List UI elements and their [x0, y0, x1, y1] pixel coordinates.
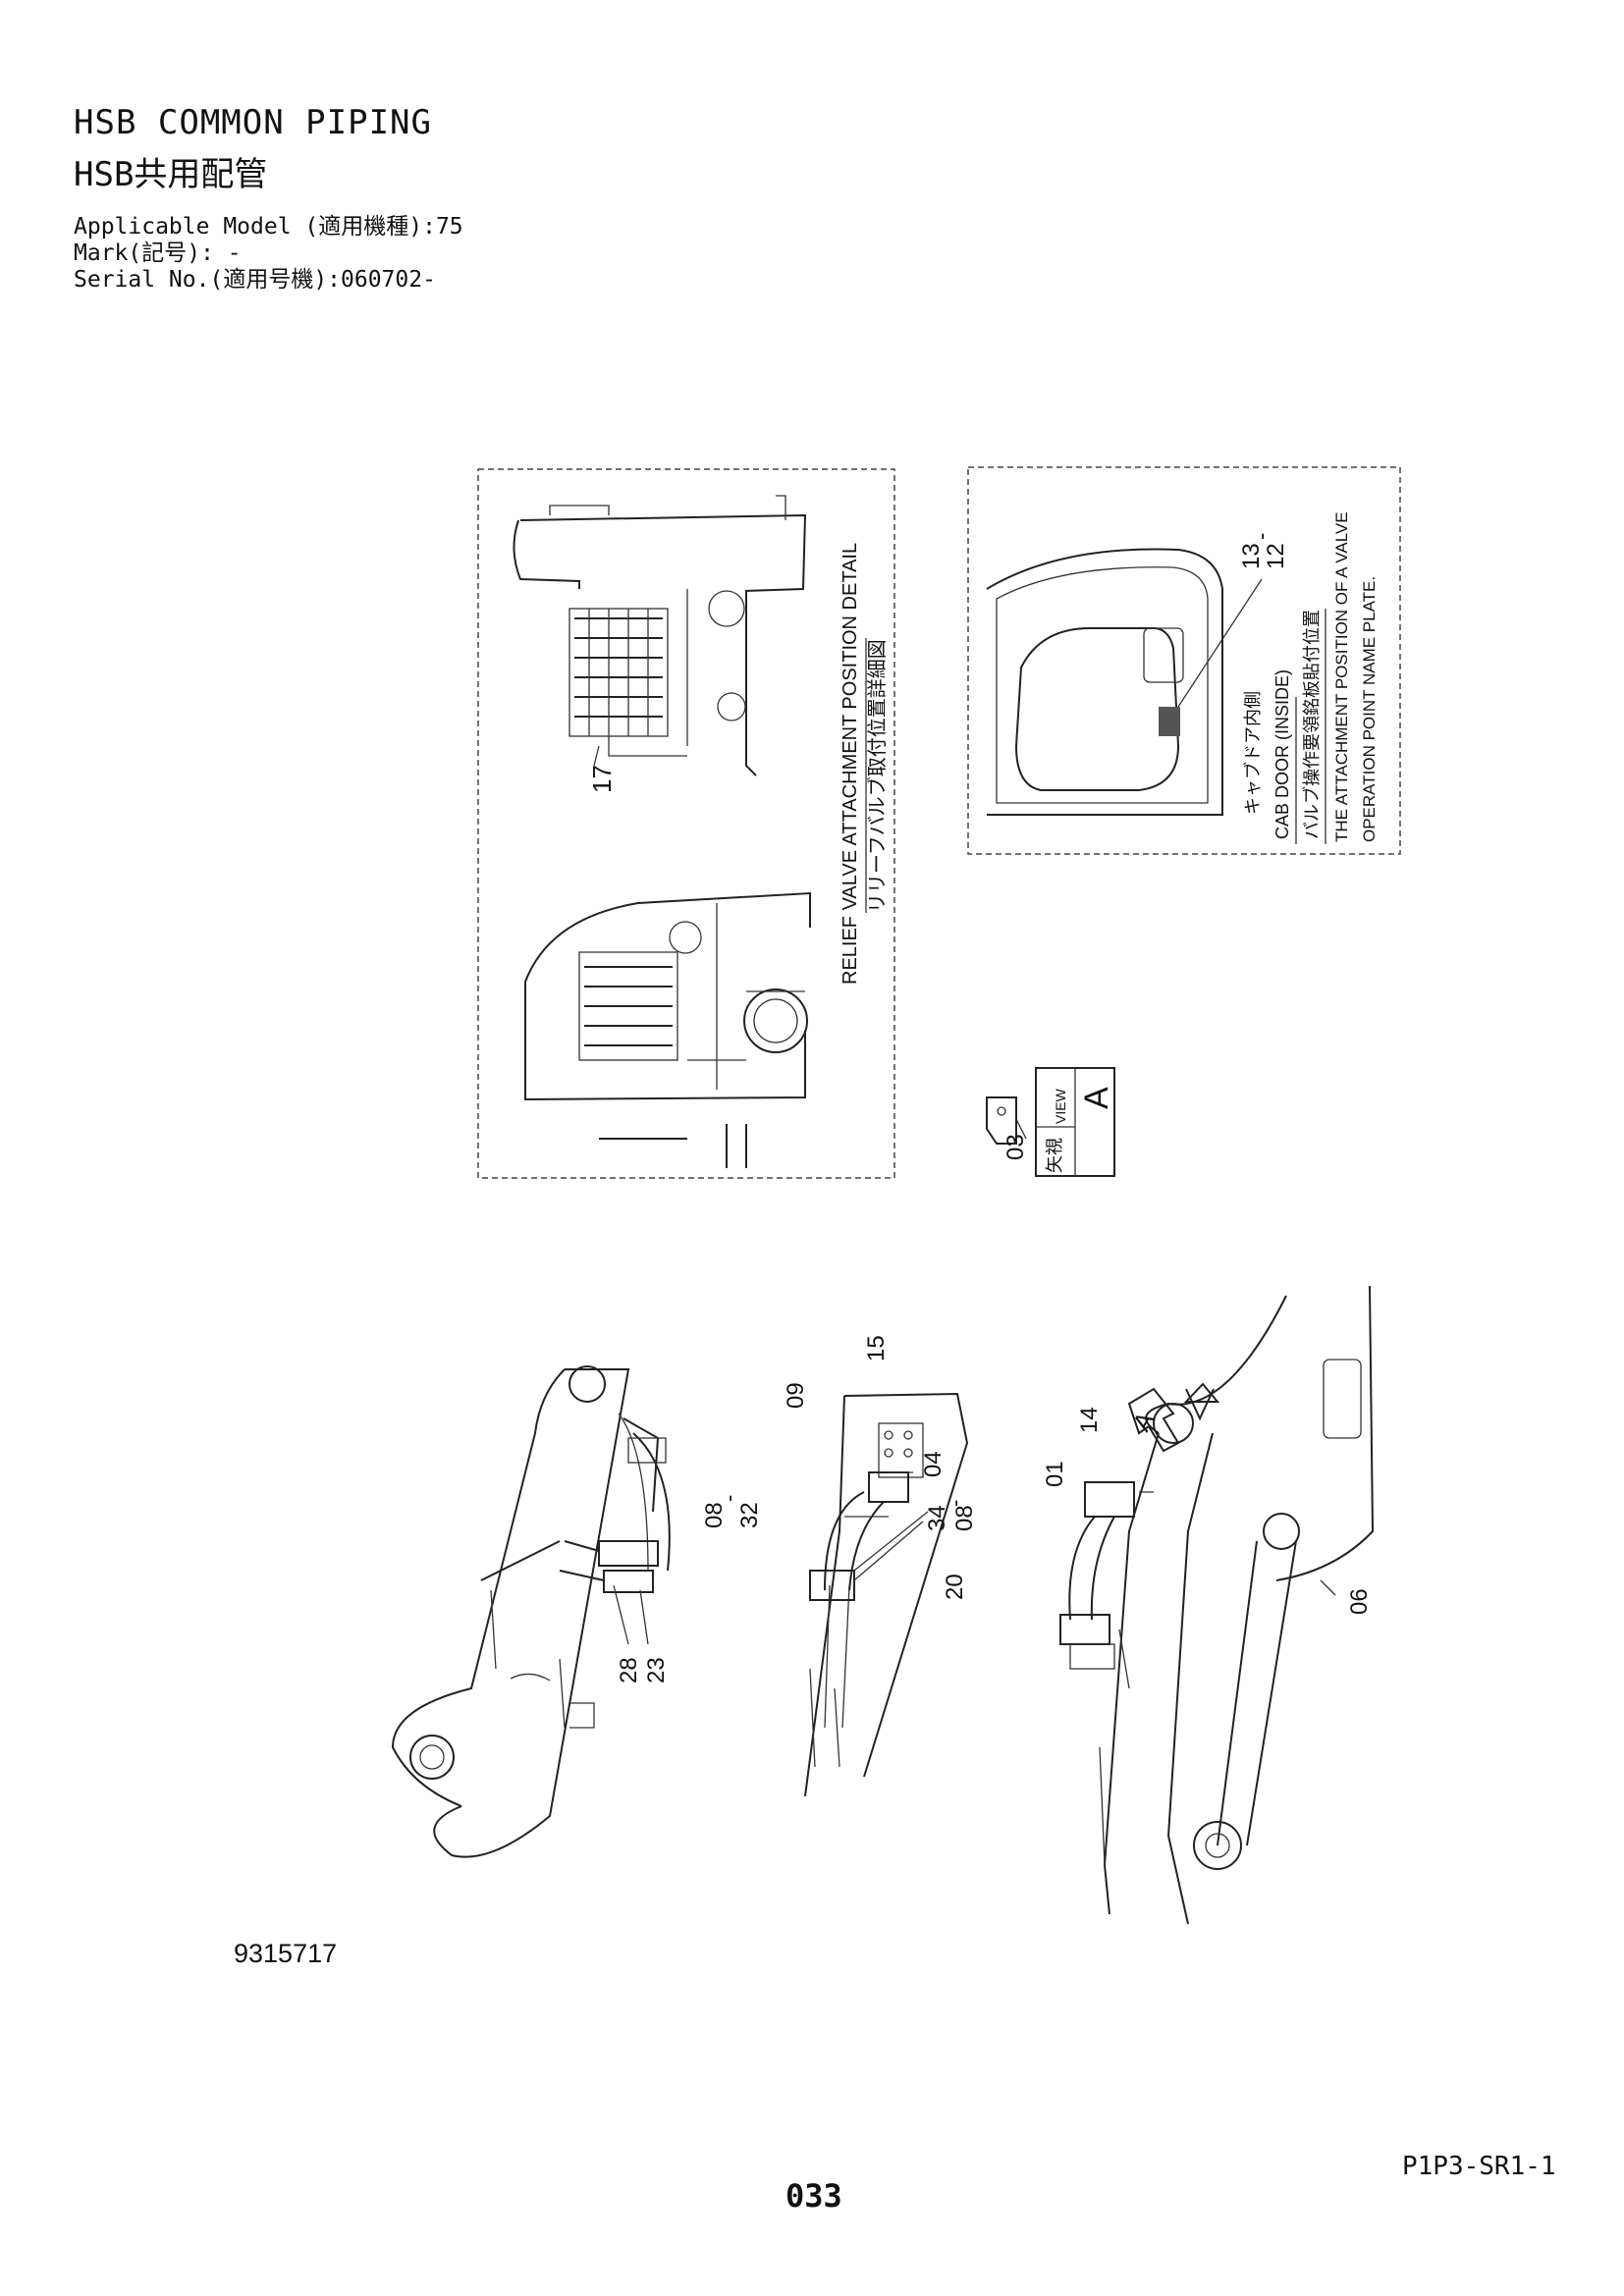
view-a-letter: A: [1078, 1087, 1115, 1109]
cab-door-detail: 13 - 12 キャブドア内側 CAB DOOR (INSIDE) バルブ操作要…: [967, 466, 1401, 855]
callout-15: 15: [863, 1335, 890, 1362]
leader-13-12: [1177, 578, 1263, 708]
callout-08a: 08: [701, 1502, 728, 1528]
callout-14: 14: [1076, 1407, 1103, 1433]
relief-detail-title-en: RELIEF VALVE ATTACHMENT POSITION DETAIL: [839, 543, 861, 985]
callout-08b: 08: [951, 1505, 978, 1531]
view-a-en: VIEW: [1053, 1088, 1068, 1124]
relief-lower-view: [524, 891, 811, 1168]
relief-valve-detail: 17 RELIEF VALVE ATTACHMENT POSITION DETA…: [477, 468, 895, 1179]
serial-number: Serial No.(適用号機):060702-: [74, 267, 436, 293]
cab-detail-frame: [967, 466, 1401, 855]
callout-12: 12: [1263, 543, 1289, 569]
callout-28: 28: [616, 1657, 642, 1683]
relief-upper-view: [513, 495, 807, 776]
cab-label-en2: THE ATTACHMENT POSITION OF A VALVE: [1332, 511, 1351, 842]
view-a-jp: 矢視: [1045, 1138, 1064, 1173]
page-title-en: HSB COMMON PIPING: [74, 103, 432, 142]
cab-label-jp1: キャブドア内側: [1242, 691, 1263, 815]
relief-detail-title-jp: リリーフバルブ取付位置詳細図: [865, 639, 889, 913]
relief-detail-frame: [477, 468, 895, 1179]
callout-04: 04: [920, 1451, 947, 1477]
left-boom-assembly: [391, 1365, 671, 1858]
callout-32: 32: [736, 1502, 763, 1528]
drawing-number: 9315717: [234, 1939, 338, 1968]
callout-17: 17: [587, 765, 617, 793]
callout-06: 06: [1346, 1588, 1373, 1615]
cab-label-en3: OPERATION POINT NAME PLATE.: [1360, 576, 1379, 842]
callout-09: 09: [783, 1382, 809, 1409]
cab-label-en1: CAB DOOR (INSIDE): [1272, 669, 1292, 839]
right-boom-assembly: [1059, 1285, 1375, 1925]
page-code: P1P3-SR1-1: [1402, 2152, 1556, 2181]
view-a-arrow: [1127, 1387, 1180, 1453]
callout-dash-a: -: [717, 1495, 741, 1502]
view-a-part: 03 A 矢視 VIEW: [986, 1067, 1115, 1177]
page-number: 033: [785, 2177, 842, 2215]
callout-13: 13: [1238, 543, 1265, 569]
applicable-model: Applicable Model (適用機種):75: [74, 214, 463, 240]
callout-dash-b: -: [943, 1500, 967, 1507]
callout-dash: -: [1249, 533, 1273, 540]
cab-label-jp2: バルブ操作要領銘板貼付位置: [1301, 610, 1322, 839]
page-title-jp: HSB共用配管: [74, 155, 268, 194]
callout-23: 23: [643, 1657, 670, 1683]
mark-field: Mark(記号): -: [74, 240, 242, 266]
name-plate-mark: [1159, 707, 1180, 736]
callout-01: 01: [1042, 1461, 1068, 1487]
middle-arm-assembly: [804, 1392, 969, 1797]
callout-20: 20: [942, 1574, 968, 1600]
callout-34: 34: [924, 1505, 950, 1531]
callout-03: 03: [1002, 1134, 1029, 1160]
